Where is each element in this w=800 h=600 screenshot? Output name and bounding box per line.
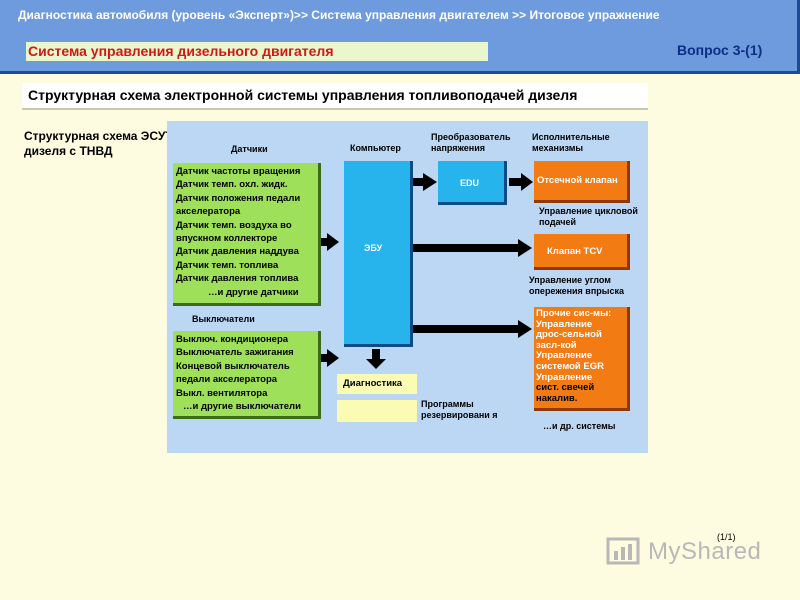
heading-switches: Выключатели [192, 314, 255, 324]
edu-box: EDU [438, 161, 507, 205]
sensor-item: акселератора [176, 206, 241, 218]
switch-item: Концевой выключатель [176, 360, 290, 372]
diagram-arrows [319, 173, 533, 369]
backup-programs-box [337, 400, 417, 422]
other-systems-item: Управление [536, 371, 593, 383]
switch-item: Выключатель зажигания [176, 347, 294, 359]
switch-item: Выключ. кондиционера [176, 334, 289, 345]
heading-voltage-converter: Преобразователь напряжения [431, 132, 511, 153]
other-systems-item: засл-кой [536, 339, 577, 351]
arrow-ecu-to-tcv [413, 239, 532, 257]
diagnostics-label: Диагностика [343, 378, 403, 389]
heading-actuators: Исполнительные механизмы [532, 132, 610, 153]
watermark: MyShared [606, 536, 776, 570]
cutoff-valve-label: Отсечной клапан [537, 175, 618, 186]
arrow-ecu-to-diagnostics [366, 349, 386, 369]
sensors-box: Датчик частоты вращения Датчик темп. охл… [173, 163, 321, 306]
breadcrumb: Диагностика автомобиля (уровень «Эксперт… [18, 8, 660, 22]
sensor-item: Датчик темп. охл. жидк. [176, 179, 288, 191]
switch-item: педали акселератора [176, 374, 278, 386]
diagnostics-box: Диагностика [337, 374, 417, 394]
other-systems-item: Управление [536, 350, 593, 362]
sensor-item: …и другие датчики [208, 286, 299, 298]
header-panel: Диагностика автомобиля (уровень «Эксперт… [0, 0, 800, 74]
other-systems-item: сист. свечей [536, 382, 595, 394]
sensor-item: Датчик темп. топлива [176, 259, 279, 271]
other-systems-box: Прочие сис-мы: Управление дрос-сельной з… [534, 307, 630, 411]
cutoff-valve-box: Отсечной клапан [534, 161, 630, 203]
other-systems-item: Управление [536, 318, 593, 330]
watermark-text: MyShared [648, 538, 762, 565]
page-indicator: (1/1) [717, 532, 736, 542]
backup-programs-label: Программы резервировани я [421, 399, 498, 420]
ecu-box: ЭБУ [344, 161, 413, 347]
chart-logo-icon [606, 537, 640, 565]
block-diagram: Датчики Компьютер Преобразователь напряж… [167, 121, 648, 453]
other-systems-item: дрос-сельной [536, 329, 602, 341]
tcv-valve-label: Клапан TCV [547, 246, 603, 257]
sensor-item: Датчик частоты вращения [176, 166, 301, 177]
other-systems-caption: …и др. системы [543, 421, 616, 431]
arrow-sensors-to-ecu [319, 233, 339, 251]
diagram-caption: Структурная схема ЭСУТ дизеля с ТНВД [24, 129, 173, 158]
switch-item: …и другие выключатели [183, 401, 301, 413]
arrow-edu-to-cutoff-valve [509, 173, 533, 191]
injection-timing-caption: Управление углом опережения впрыска [529, 275, 624, 296]
sensor-item: Датчик положения педали [176, 192, 301, 204]
edu-label: EDU [460, 178, 480, 188]
arrow-switches-to-ecu [319, 349, 339, 367]
sensor-item: Датчик давления топлива [176, 273, 299, 285]
slide-title: Структурная схема электронной системы уп… [28, 87, 578, 103]
cycle-feed-caption: Управление цикловой подачей [539, 206, 638, 227]
arrow-ecu-to-edu [411, 173, 437, 191]
page-title: Система управления дизельного двигателя [26, 42, 488, 61]
switch-item: Выкл. вентилятора [176, 387, 268, 399]
other-systems-item: системой EGR [536, 360, 604, 372]
sensor-item: впускном коллекторе [176, 233, 278, 245]
heading-sensors: Датчики [231, 144, 268, 154]
tcv-valve-box: Клапан TCV [534, 234, 630, 270]
slide-title-bar: Структурная схема электронной системы уп… [22, 83, 648, 110]
arrow-ecu-to-other-systems [413, 320, 532, 338]
heading-computer: Компьютер [350, 143, 401, 153]
other-systems-item: накалив. [536, 392, 578, 404]
switches-box: Выключ. кондиционера Выключатель зажиган… [173, 331, 321, 419]
header-bar: Диагностика автомобиля (уровень «Эксперт… [0, 0, 800, 74]
sensor-item: Датчик давления наддува [176, 246, 299, 258]
question-number: Вопрос 3-(1) [677, 42, 763, 58]
other-systems-item: Прочие сис-мы: [536, 308, 612, 319]
sensor-item: Датчик темп. воздуха во [176, 219, 292, 231]
ecu-label: ЭБУ [364, 243, 383, 253]
